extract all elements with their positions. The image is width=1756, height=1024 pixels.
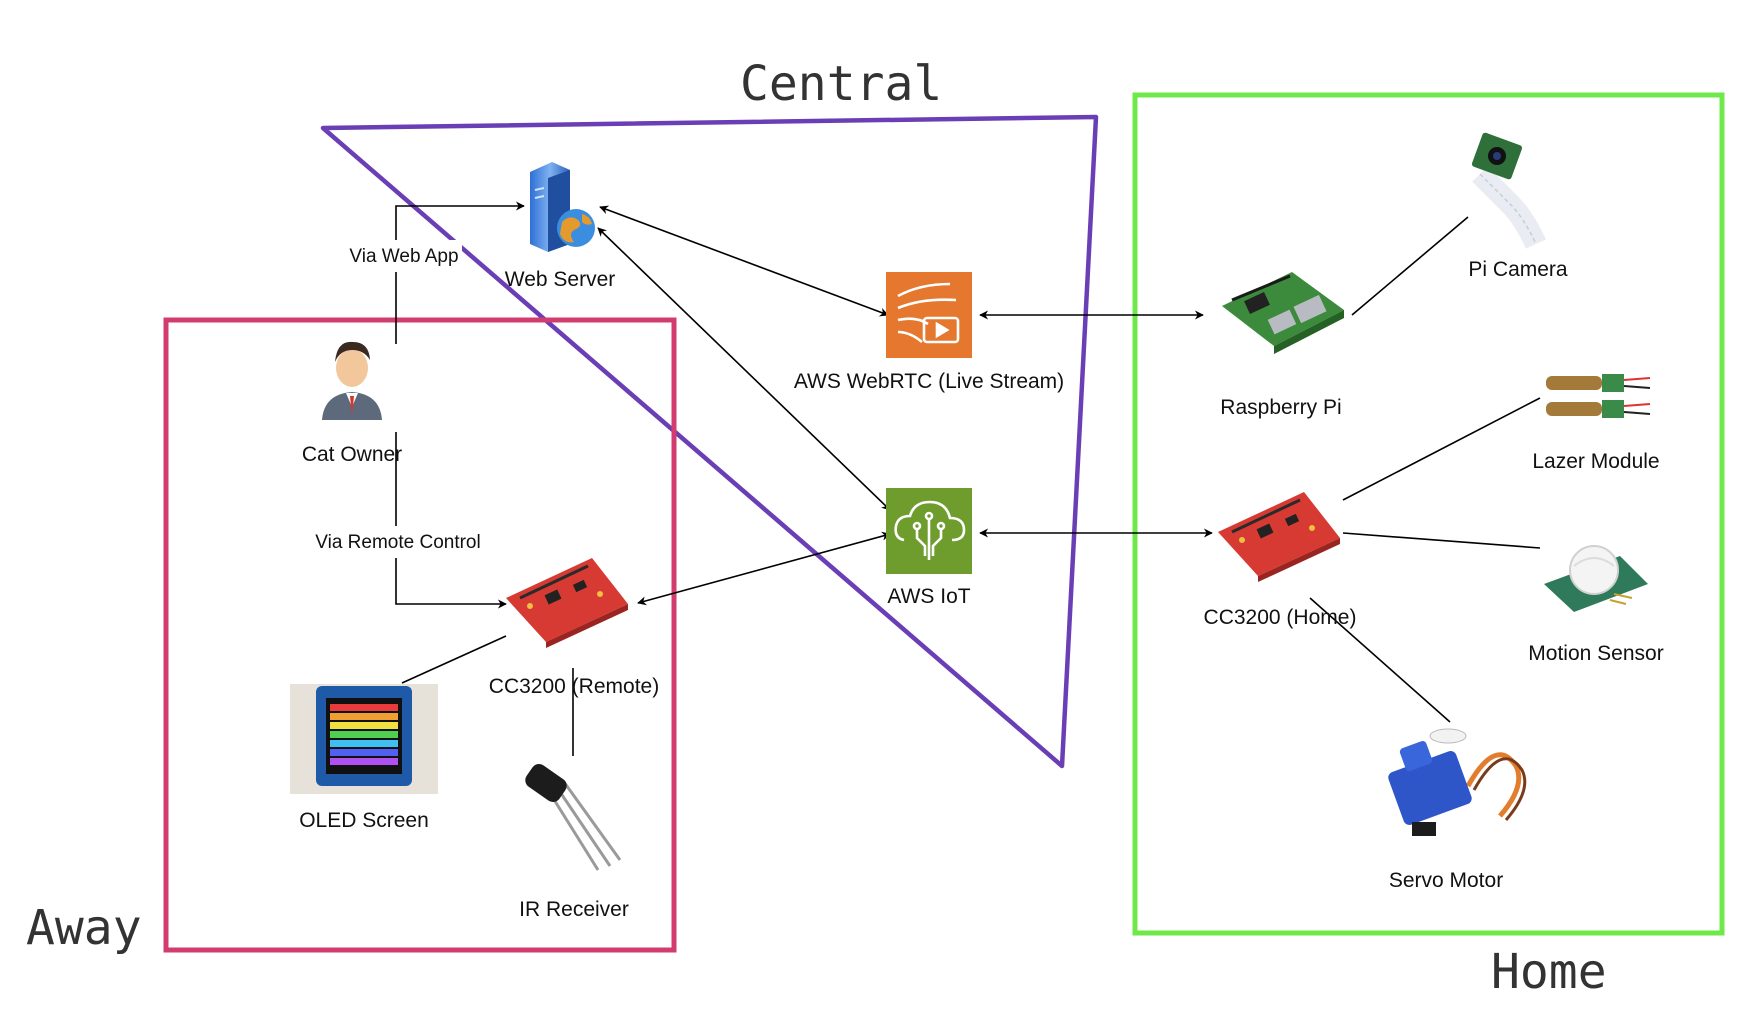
edge-label-via-remote-control: Via Remote Control — [315, 532, 480, 553]
node-aws-webrtc: AWS WebRTC (Live Stream) — [794, 272, 1064, 393]
cat-owner-label: Cat Owner — [302, 443, 402, 466]
laser-module-icon — [1546, 374, 1651, 418]
aws-webrtc-label: AWS WebRTC (Live Stream) — [794, 370, 1064, 393]
node-cc3200-home: CC3200 (Home) — [1204, 492, 1357, 629]
web-server-label: Web Server — [505, 268, 616, 291]
node-motion-sensor: Motion Sensor — [1528, 545, 1664, 665]
iot-glyph — [894, 500, 966, 560]
lazer-module-label: Lazer Module — [1532, 450, 1659, 473]
oled-screen-icon — [290, 684, 438, 794]
node-servo-motor: Servo Motor — [1388, 728, 1527, 892]
edge-label-via-web-app: Via Web App — [349, 246, 458, 267]
dev-board-icon — [506, 558, 628, 648]
cc3200-remote-label: CC3200 (Remote) — [489, 675, 659, 698]
node-oled-screen: OLED Screen — [290, 684, 438, 832]
edge-owner-remote — [395, 432, 507, 609]
edge-webserver-webrtc — [599, 205, 889, 317]
node-ir-receiver: IR Receiver — [519, 764, 629, 921]
home-region-outline — [1132, 92, 1725, 936]
server-globe-icon — [530, 162, 595, 252]
edge-home-lazer — [1342, 397, 1541, 501]
motion-sensor-label: Motion Sensor — [1528, 642, 1663, 665]
edge-remote-oled — [401, 635, 507, 684]
raspberry-pi-label: Raspberry Pi — [1220, 396, 1341, 419]
person-icon — [322, 341, 382, 420]
home-region-label: Home — [1491, 944, 1607, 1000]
pi-camera-label: Pi Camera — [1468, 258, 1568, 281]
node-cc3200-remote: CC3200 (Remote) — [489, 558, 659, 698]
region-away: Away — [26, 317, 677, 956]
ir-receiver-icon — [525, 764, 622, 871]
edge-owner-webserver — [395, 201, 525, 344]
cc3200-home-label: CC3200 (Home) — [1204, 606, 1357, 629]
edge-webserver-iot — [597, 227, 891, 511]
ir-receiver-label: IR Receiver — [519, 898, 629, 921]
node-lazer-module: Lazer Module — [1532, 374, 1660, 473]
node-raspberry-pi: Raspberry Pi — [1220, 272, 1344, 419]
node-cat-owner: Cat Owner — [302, 341, 402, 466]
edge-label-bg — [342, 240, 462, 272]
node-pi-camera: Pi Camera — [1468, 132, 1568, 281]
aws-iot-label: AWS IoT — [887, 585, 970, 608]
oled-screen-label: OLED Screen — [299, 809, 429, 832]
dev-board-icon — [1218, 492, 1340, 582]
edge-home-motion — [1342, 532, 1541, 549]
region-central: Central — [320, 56, 1099, 769]
edge-remote-iot — [637, 531, 891, 606]
node-web-server: Web Server — [505, 162, 616, 291]
edges: Via Web App Via Remote Control — [306, 201, 1541, 756]
away-region-outline — [163, 317, 677, 953]
central-region-label: Central — [740, 56, 942, 112]
pir-sensor-icon — [1544, 545, 1648, 612]
edge-home-servo — [1309, 597, 1451, 723]
central-region-outline — [320, 114, 1099, 769]
region-home: Home — [1132, 92, 1725, 1000]
edge-label-bg — [306, 526, 490, 558]
camera-module-icon — [1471, 132, 1546, 249]
webrtc-glyph — [897, 282, 960, 344]
edge-pi-camera — [1351, 216, 1469, 316]
raspberry-pi-icon — [1222, 272, 1344, 354]
node-aws-iot: AWS IoT — [886, 488, 972, 608]
servo-motor-label: Servo Motor — [1389, 869, 1503, 892]
servo-icon — [1388, 728, 1527, 836]
away-region-label: Away — [26, 900, 142, 956]
